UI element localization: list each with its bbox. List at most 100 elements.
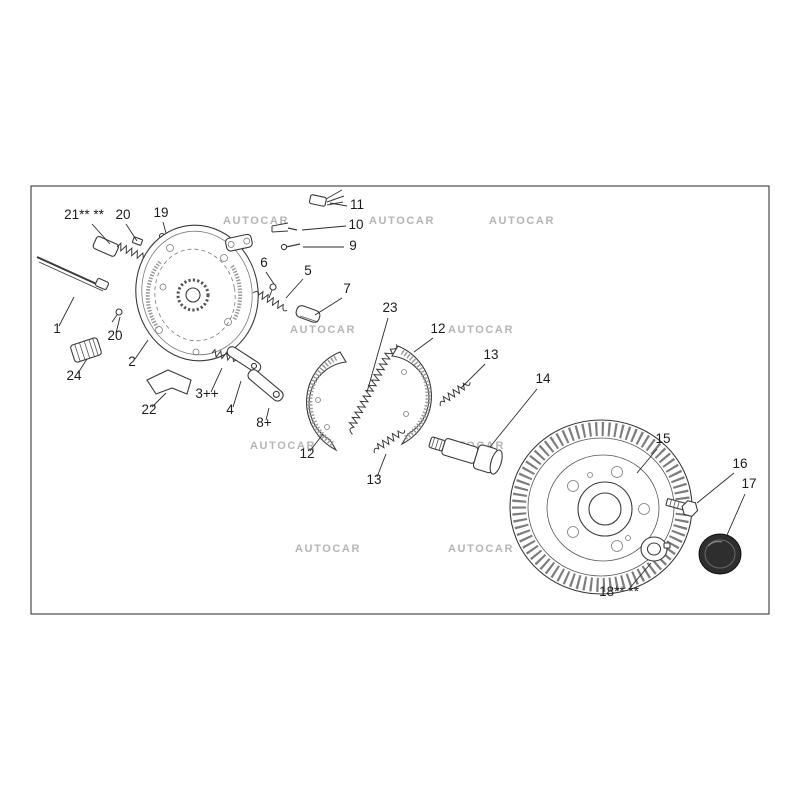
callout-19-leader: [162, 221, 167, 234]
callout-8-label: 8+: [256, 415, 272, 430]
callout-15-label: 15: [655, 431, 670, 446]
bushing: [70, 337, 102, 363]
callout-12-lower: 12: [299, 433, 324, 461]
bleeder-connector: [308, 189, 345, 207]
watermark: AUTOCAR: [290, 324, 356, 336]
pin-bolt: [280, 243, 301, 251]
callout-13-leader: [376, 453, 387, 478]
watermark: AUTOCAR: [250, 440, 316, 452]
brake-rod: [36, 256, 110, 292]
callout-5: 5: [285, 263, 312, 299]
callout-24-label: 24: [66, 368, 82, 383]
callout-19-label: 19: [153, 205, 168, 220]
callout-1-leader: [58, 296, 75, 327]
watermark: AUTOCAR: [448, 543, 514, 555]
callout-4: 4: [226, 380, 242, 417]
callout-7-leader: [314, 297, 343, 316]
callout-14-leader: [489, 388, 538, 448]
callout-15-leader: [636, 448, 658, 474]
watermark: AUTOCAR: [369, 215, 435, 227]
callout-17-leader: [726, 493, 746, 536]
retainer-fork: [271, 222, 298, 233]
piston: [295, 305, 321, 323]
callout-12-leader: [309, 433, 324, 452]
callout-24-leader: [77, 358, 88, 374]
callout-21: 21** **: [64, 207, 111, 245]
callout-23-label: 23: [382, 300, 397, 315]
clip: [131, 236, 143, 246]
callout-6-label: 6: [260, 255, 268, 270]
callout-10-leader: [301, 225, 347, 231]
callout-20-leader: [125, 223, 138, 242]
wheel-cylinder: [225, 233, 253, 252]
callout-23-leader: [366, 317, 389, 393]
hub-nut: [640, 536, 671, 562]
callout-2: 2: [128, 339, 149, 369]
callout-3-leader: [210, 367, 223, 393]
callout-11-label: 11: [350, 197, 364, 212]
callout-18-label: 18** **: [599, 584, 640, 599]
strut-pin: [268, 283, 277, 299]
callout-3: 3++: [195, 367, 223, 401]
callout-5-leader: [285, 278, 304, 299]
callout-21-leader: [91, 223, 111, 245]
callout-6: 6: [260, 255, 275, 285]
callout-7-label: 7: [343, 281, 351, 296]
watermark-layer: AUTOCAR AUTOCAR AUTOCAR AUTOCAR AUTOCAR …: [223, 215, 555, 555]
callout-13-leader: [460, 363, 486, 389]
pin: [111, 308, 123, 323]
bracket: [146, 369, 192, 395]
grease-cap: [698, 533, 742, 575]
callout-18-leader: [628, 562, 652, 590]
callout-11-leader: [329, 202, 348, 207]
callout-12-upper: 12: [413, 321, 446, 353]
shoe-spring: [348, 344, 398, 435]
callout-13-upper: 13: [460, 347, 499, 389]
watermark: AUTOCAR: [489, 215, 555, 227]
hold-spring-lower: [373, 429, 406, 454]
callout-9-label: 9: [349, 238, 357, 253]
callout-24: 24: [66, 358, 88, 383]
callout-15: 15: [636, 431, 671, 474]
callout-20-label: 20: [107, 328, 122, 343]
callout-1-label: 1: [53, 321, 61, 336]
hub-bolt: [665, 498, 699, 517]
callout-11: 11: [329, 197, 364, 212]
watermark: AUTOCAR: [295, 543, 361, 555]
callout-17: 17: [726, 476, 757, 536]
callout-13-label: 13: [366, 472, 381, 487]
callout-6-leader: [265, 271, 275, 285]
callout-21-label: 21** **: [64, 207, 105, 222]
callout-10-label: 10: [348, 217, 363, 232]
watermark: AUTOCAR: [448, 324, 514, 336]
parking-lever: [247, 369, 284, 402]
callout-16-leader: [696, 472, 735, 504]
callout-20-label: 20: [115, 207, 130, 222]
callout-2-label: 2: [128, 354, 136, 369]
brake-shoe-left: [306, 351, 347, 452]
callout-9: 9: [303, 238, 357, 253]
callout-5-label: 5: [304, 263, 312, 278]
callout-17-label: 17: [741, 476, 756, 491]
axle-hub: [428, 436, 503, 475]
callout-8: 8+: [256, 407, 272, 430]
adjuster-lever: [226, 346, 262, 373]
callout-20-bottom: 20: [107, 316, 123, 343]
callout-22-leader: [151, 392, 167, 408]
return-spring: [252, 290, 288, 312]
brake-drum: [509, 419, 693, 595]
backing-plate: [135, 224, 259, 362]
callout-4-label: 4: [226, 402, 234, 417]
callout-19: 19: [153, 205, 169, 234]
callout-12-label: 12: [430, 321, 445, 336]
hold-spring-upper: [439, 382, 471, 407]
brake-shoe-right: [391, 345, 432, 446]
callout-16: 16: [696, 456, 748, 504]
callout-18: 18** **: [599, 562, 652, 599]
callout-3-label: 3++: [195, 386, 218, 401]
callout-4-leader: [232, 380, 242, 408]
callout-1: 1: [53, 296, 75, 336]
callout-23: 23: [366, 300, 398, 393]
